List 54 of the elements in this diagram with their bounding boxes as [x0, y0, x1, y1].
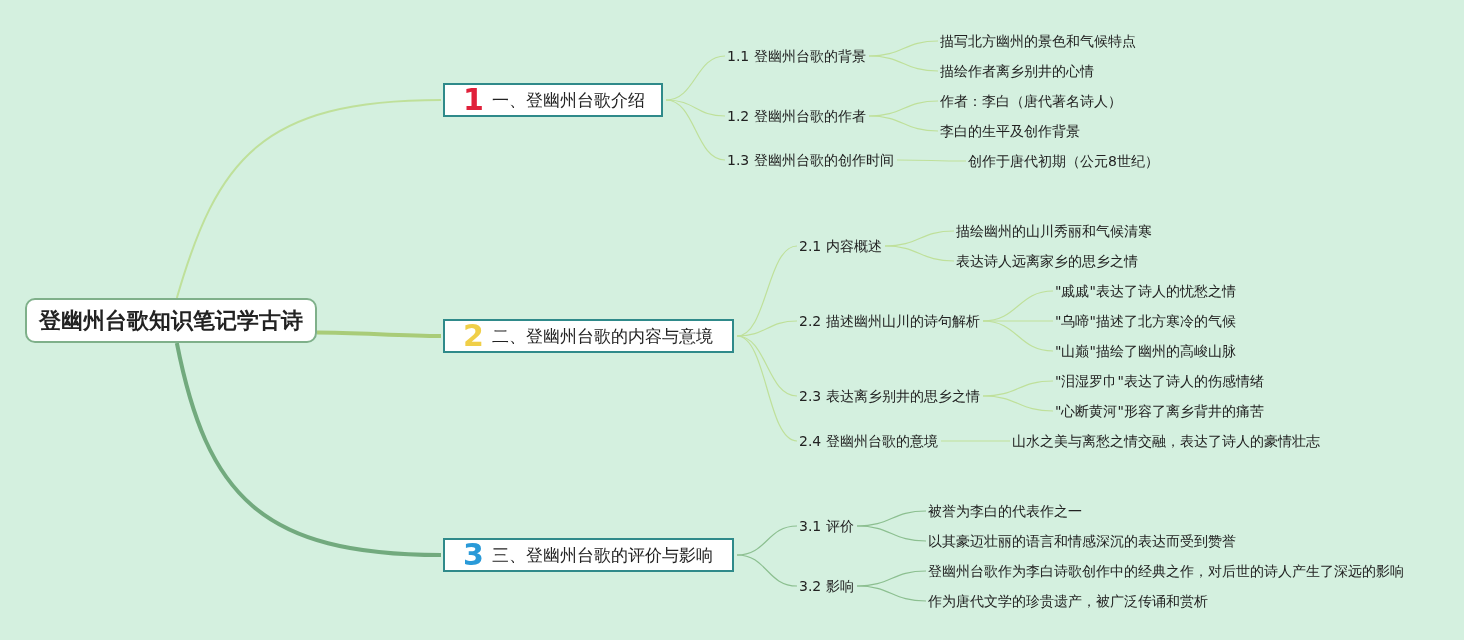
branch-number: 2: [463, 321, 484, 351]
branch-line: [736, 335, 798, 442]
topic-text: 登幽州台歌作为李白诗歌创作中的经典之作，对后世的诗人产生了深远的影响: [928, 561, 1404, 581]
topic-text: 作者：李白（唐代著名诗人）: [940, 91, 1122, 111]
topic-text: 2.4 登幽州台歌的意境: [799, 431, 938, 451]
branch-line: [884, 245, 955, 262]
branch-line: [868, 55, 939, 72]
branch-line: [665, 55, 726, 101]
branch-number: 3: [463, 540, 484, 570]
topic-text: 描绘作者离乡别井的心情: [940, 61, 1094, 81]
branch-line: [736, 554, 798, 587]
topic-text: 被誉为李白的代表作之一: [928, 501, 1082, 521]
topic-text: "泪湿罗巾"表达了诗人的伤感情绪: [1055, 371, 1264, 391]
branch-line: [982, 320, 1054, 352]
branch-line: [982, 395, 1054, 412]
topic-text: 李白的生平及创作背景: [940, 121, 1080, 141]
topic-title: 三、登幽州台歌的评价与影响: [491, 543, 713, 567]
branch-number: 1: [463, 85, 484, 115]
topic-box: [443, 83, 663, 117]
branch-line: [175, 99, 442, 299]
topic-box: [443, 538, 734, 572]
topic-box: [443, 319, 734, 353]
branch-line: [868, 115, 939, 132]
topic-text: "乌啼"描述了北方寒冷的气候: [1055, 311, 1236, 331]
topic-text: 1.1 登幽州台歌的背景: [727, 46, 866, 66]
branch-line: [736, 320, 798, 337]
topic-text: 作为唐代文学的珍贵遗产，被广泛传诵和赏析: [928, 591, 1208, 611]
topic-text: 1.3 登幽州台歌的创作时间: [727, 150, 894, 170]
topic-text: 山水之美与离愁之情交融，表达了诗人的豪情壮志: [1012, 431, 1320, 451]
branch-line: [856, 585, 927, 602]
topic-text: "山巅"描绘了幽州的高峻山脉: [1055, 341, 1236, 361]
branch-line: [940, 440, 1011, 442]
topic-title: 二、登幽州台歌的内容与意境: [491, 324, 713, 348]
topic-text: 表达诗人远离家乡的思乡之情: [956, 251, 1138, 271]
central-topic-box: 登幽州台歌知识笔记学古诗: [25, 297, 317, 343]
topic-text: 2.3 表达离乡别井的思乡之情: [799, 386, 980, 406]
topic-text: 以其豪迈壮丽的语言和情感深沉的表达而受到赞誉: [928, 531, 1236, 551]
topic-text: 描写北方幽州的景色和气候特点: [940, 31, 1136, 51]
branch-line: [317, 330, 441, 338]
topic-text: "戚戚"表达了诗人的忧愁之情: [1055, 281, 1236, 301]
topic-text: 创作于唐代初期（公元8世纪）: [968, 151, 1159, 171]
topic-text: 描绘幽州的山川秀丽和气候清寒: [956, 221, 1152, 241]
branch-line: [896, 159, 967, 162]
topic-text: 2.1 内容概述: [799, 236, 882, 256]
branch-line: [665, 99, 726, 117]
topic-text: 1.2 登幽州台歌的作者: [727, 106, 866, 126]
topic-title: 一、登幽州台歌介绍: [491, 88, 645, 112]
branch-line: [665, 99, 726, 161]
topic-text: 2.2 描述幽州山川的诗句解析: [799, 311, 980, 331]
topic-text: 3.1 评价: [799, 516, 854, 536]
topic-text: 3.2 影响: [799, 576, 854, 596]
branch-line: [856, 525, 927, 542]
topic-text: "心断黄河"形容了离乡背井的痛苦: [1055, 401, 1264, 421]
branch-line: [174, 342, 442, 557]
